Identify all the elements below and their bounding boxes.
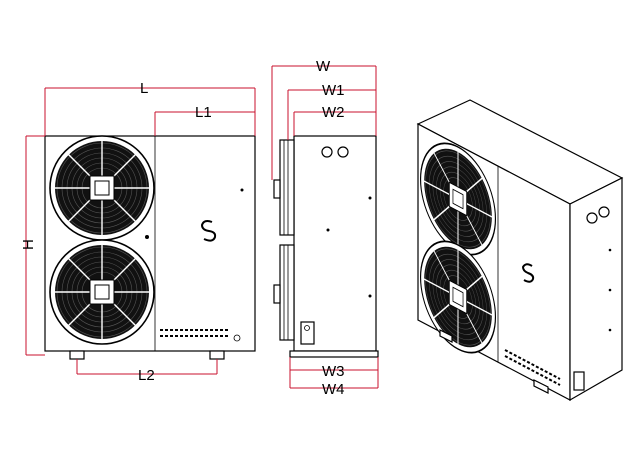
iso-side-face: [569, 177, 623, 402]
isometric-view: [416, 99, 624, 402]
dim-label-H: H: [20, 239, 37, 250]
iso-brand-logo-icon: [521, 263, 535, 283]
iso-electrical-box: [573, 371, 585, 391]
iso-foot-1: [439, 329, 453, 343]
front-dimensions: L L1 H L2: [20, 80, 256, 384]
iso-foot-2: [533, 379, 549, 394]
fan-grille-icon-top: [49, 135, 155, 241]
brand-logo-icon: [200, 220, 217, 242]
side-fan-housing-top: [279, 139, 295, 236]
front-vent-slots: [160, 329, 230, 337]
dim-label-L2: L2: [138, 367, 155, 384]
front-screw: [145, 235, 149, 239]
dim-label-W4: W4: [322, 381, 345, 398]
side-handle-bottom: [273, 284, 281, 304]
front-view: [44, 135, 256, 360]
dim-label-W3: W3: [322, 363, 345, 380]
front-foot-left: [69, 350, 85, 360]
valve-icon-2: [337, 146, 349, 158]
side-cabinet: [293, 135, 377, 352]
front-foot-right: [209, 350, 225, 360]
side-handle-top: [273, 179, 281, 199]
dim-label-W: W: [316, 58, 331, 75]
valve-icon-1: [321, 146, 333, 158]
dim-label-L: L: [140, 80, 148, 97]
iso-valve-icon-1: [586, 212, 598, 224]
side-dimensions: W W1 W2 W3 W4: [271, 58, 379, 398]
fan-grille-icon-bottom: [49, 239, 155, 345]
dim-label-W2: W2: [322, 104, 345, 121]
iso-vent-slots: [504, 349, 561, 386]
front-port-icon: [233, 334, 241, 342]
front-screw-2: [240, 188, 244, 192]
cable-gland-icon: [304, 325, 310, 331]
side-view: [273, 135, 379, 358]
side-base: [289, 350, 379, 358]
dim-label-L1: L1: [195, 104, 212, 121]
side-fan-housing-bottom: [279, 244, 295, 341]
dim-label-W1: W1: [322, 82, 345, 99]
iso-valve-icon-2: [598, 206, 610, 218]
